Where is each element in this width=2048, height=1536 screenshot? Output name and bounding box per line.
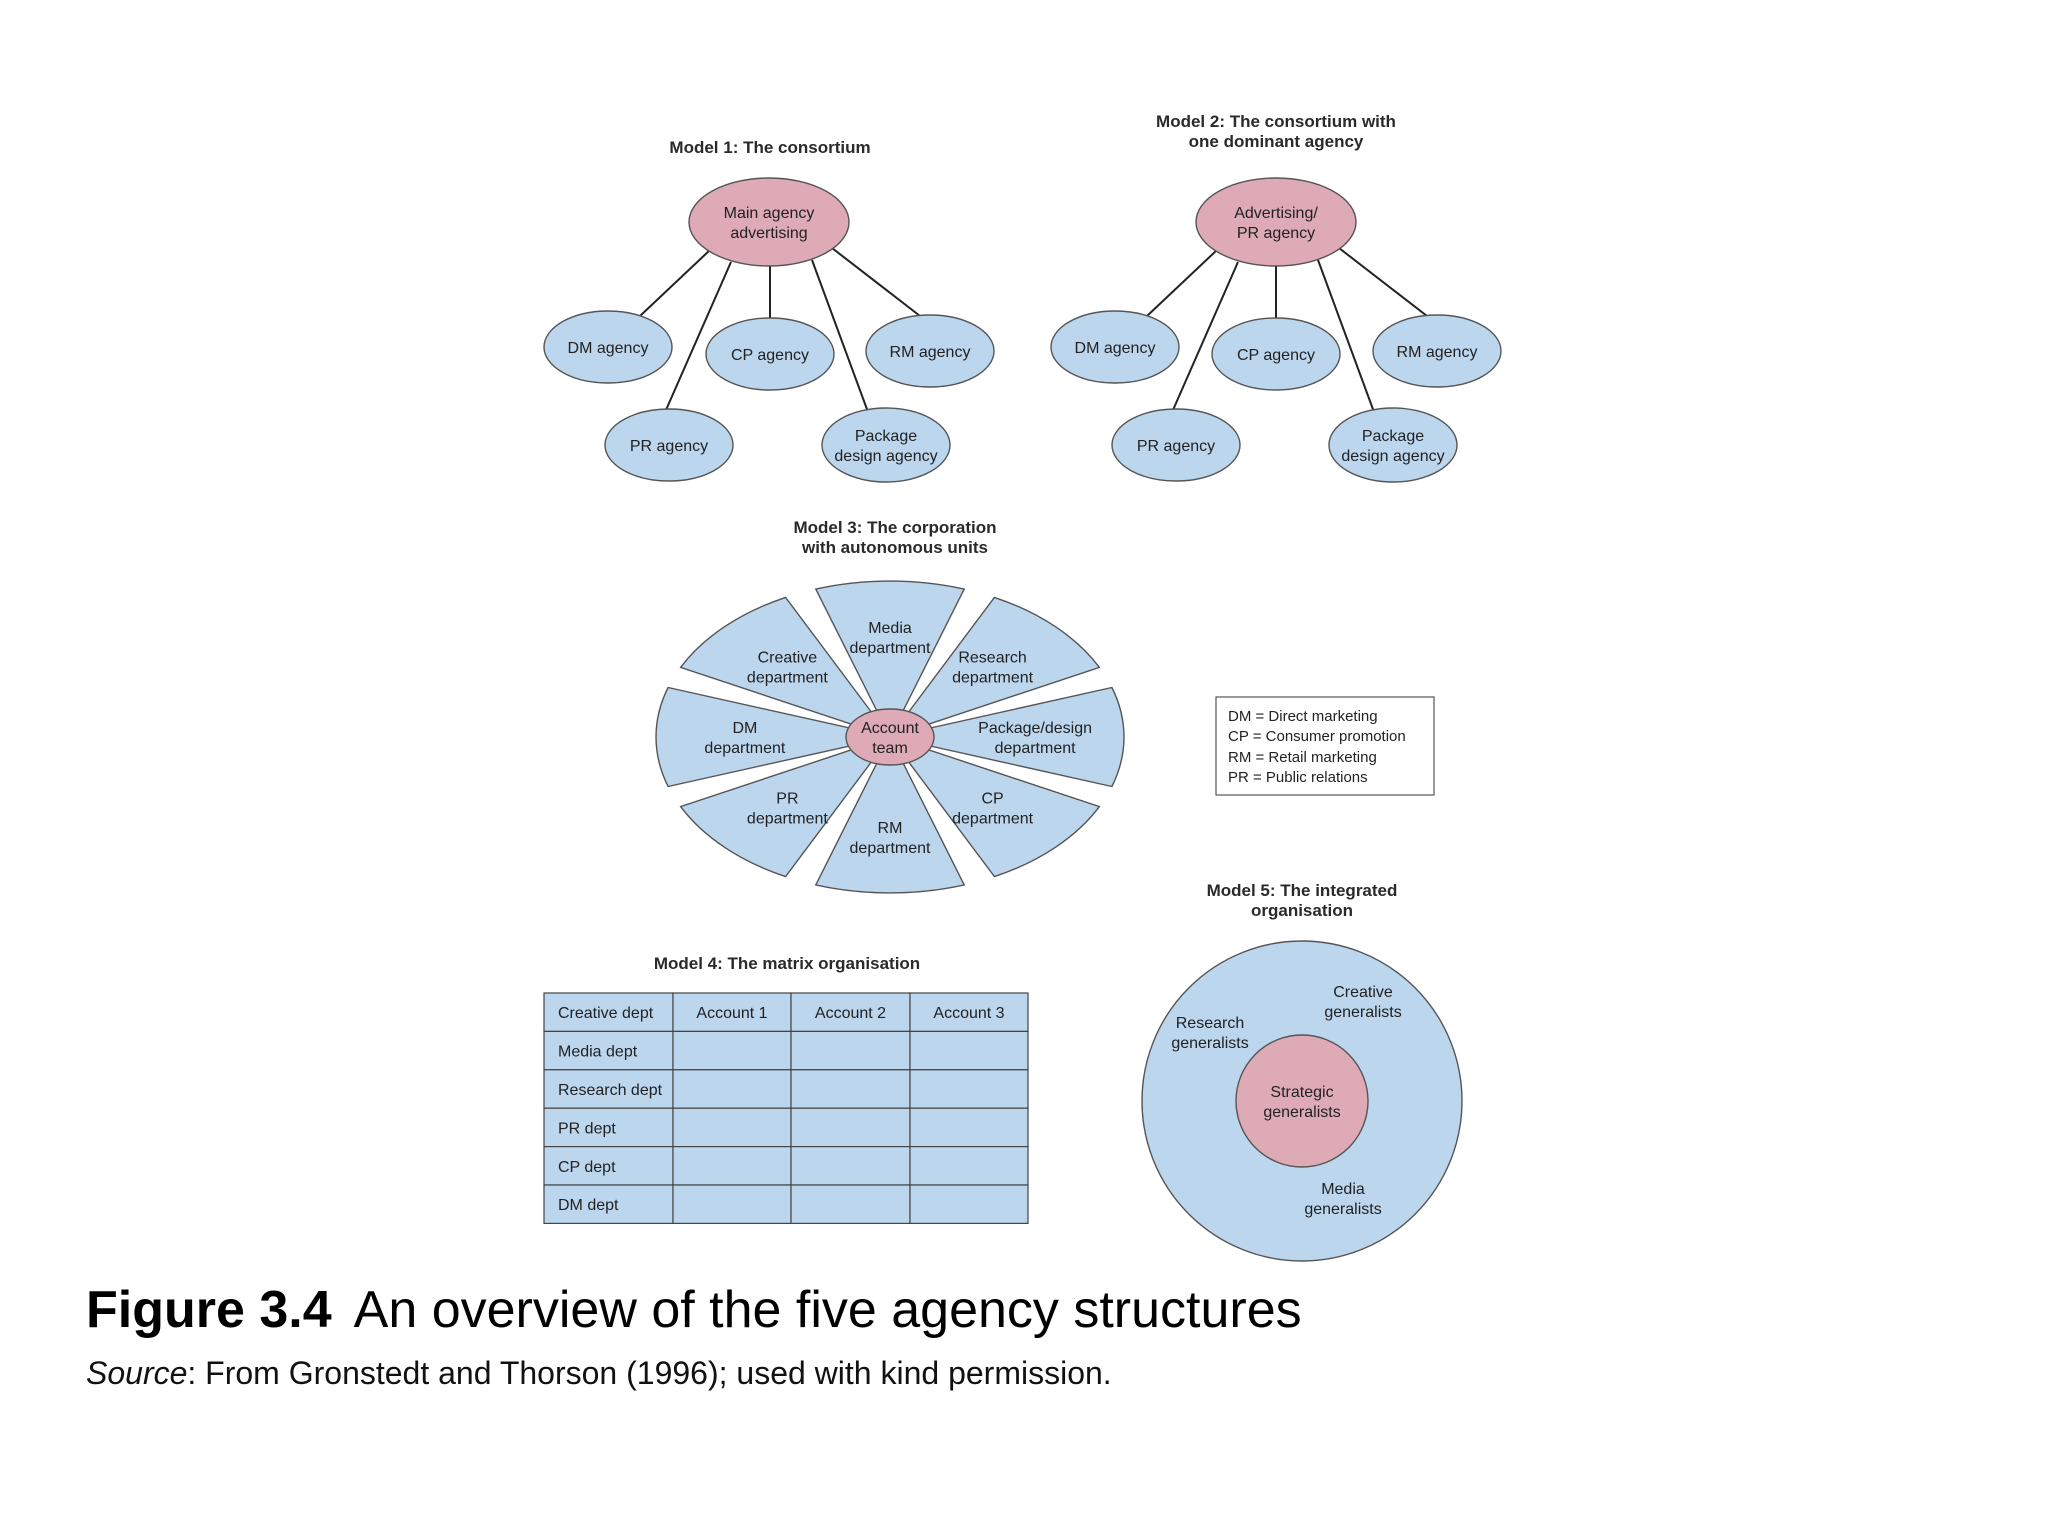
model-4-matrix: Model 4: The matrix organisation Creativ… <box>543 954 1029 1225</box>
model-1-pr-agency-label: PR agency <box>630 438 708 455</box>
rm-department-segment <box>814 735 966 894</box>
legend-dm: DM = Direct marketing <box>1228 708 1378 725</box>
matrix-cell <box>672 1030 792 1071</box>
matrix-cell <box>543 1107 674 1148</box>
legend-cp: CP = Consumer promotion <box>1228 728 1406 745</box>
model-2-rm-agency-node: RM agency <box>1372 314 1502 388</box>
model-1-rm-agency-node: RM agency <box>865 314 995 388</box>
model-2-dm-agency-label: DM agency <box>1075 340 1156 357</box>
model-4-title: Model 4: The matrix organisation <box>654 954 920 973</box>
abbreviation-legend: DM = Direct marketing CP = Consumer prom… <box>1215 696 1435 796</box>
model-2-main-agency-label: Advertising/PR agency <box>1234 205 1318 242</box>
model-1-dm-agency-node: DM agency <box>543 310 673 384</box>
matrix-cell <box>909 1145 1029 1186</box>
matrix-cell <box>672 1107 792 1148</box>
model-1-rm-agency-label: RM agency <box>890 344 971 361</box>
matrix-row-label: CP dept <box>558 1159 616 1176</box>
figure-source: Source: From Gronstedt and Thorson (1996… <box>86 1355 1112 1392</box>
matrix-header-label: Account 2 <box>815 1005 886 1022</box>
dm-department-segment <box>655 686 891 788</box>
pr-department-segment <box>679 735 892 878</box>
matrix-cell <box>672 1184 792 1225</box>
source-text: : From Gronstedt and Thorson (1996); use… <box>187 1355 1112 1391</box>
source-label: Source <box>86 1355 188 1391</box>
matrix-cell <box>790 1069 911 1109</box>
matrix-row-label: Media dept <box>558 1044 638 1061</box>
model-2-cp-agency-label: CP agency <box>1237 347 1315 364</box>
matrix-cell <box>790 1030 911 1071</box>
matrix-header-label: Account 3 <box>933 1005 1004 1022</box>
matrix-cell <box>543 1184 674 1225</box>
matrix-header-label: Account 1 <box>696 1005 767 1022</box>
media-department-segment <box>814 580 966 739</box>
model-2-main-agency-node: Advertising/PR agency <box>1195 177 1357 267</box>
model-2-cp-agency-node: CP agency <box>1211 317 1341 391</box>
research-department-segment <box>888 596 1101 739</box>
matrix-row-label: DM dept <box>558 1197 619 1214</box>
matrix-cell <box>909 1069 1029 1109</box>
matrix-cell <box>790 1107 911 1148</box>
matrix-cell <box>790 1145 911 1186</box>
model-1-title: Model 1: The consortium <box>669 138 870 157</box>
model-2-pr-agency-node: PR agency <box>1111 408 1241 482</box>
legend-pr: PR = Public relations <box>1228 769 1368 786</box>
legend-rm: RM = Retail marketing <box>1228 749 1377 766</box>
matrix-cell <box>909 1030 1029 1071</box>
model-2-rm-agency-label: RM agency <box>1397 344 1478 361</box>
model-2-dm-agency-node: DM agency <box>1050 310 1180 384</box>
package-design-department-segment <box>889 686 1125 788</box>
matrix-cell <box>672 992 792 1033</box>
matrix-table: Creative dept Account 1 Account 2 Account 3… <box>543 992 1029 1225</box>
matrix-cell <box>909 992 1029 1033</box>
model-1-dm-agency-label: DM agency <box>568 340 649 357</box>
model-1-cp-agency-label: CP agency <box>731 347 809 364</box>
cp-department-segment <box>888 735 1101 878</box>
figure-title: An overview of the five agency structure… <box>353 1281 1302 1339</box>
matrix-cell <box>672 1069 792 1109</box>
matrix-row-label: Research dept <box>558 1082 663 1099</box>
figure-caption-title: Figure 3.4 An overview of the five agency… <box>86 1280 1302 1340</box>
matrix-cell <box>790 1184 911 1225</box>
model-1-cp-agency-node: CP agency <box>705 317 835 391</box>
model-1-pr-agency-node: PR agency <box>604 408 734 482</box>
matrix-cell <box>672 1145 792 1186</box>
creative-department-segment <box>679 596 892 739</box>
matrix-header-label: Creative dept <box>558 1005 654 1022</box>
matrix-cell <box>909 1184 1029 1225</box>
matrix-row-label: PR dept <box>558 1120 616 1137</box>
figure-label: Figure 3.4 <box>86 1281 332 1339</box>
model-2-pr-agency-label: PR agency <box>1137 438 1215 455</box>
matrix-cell <box>909 1107 1029 1148</box>
